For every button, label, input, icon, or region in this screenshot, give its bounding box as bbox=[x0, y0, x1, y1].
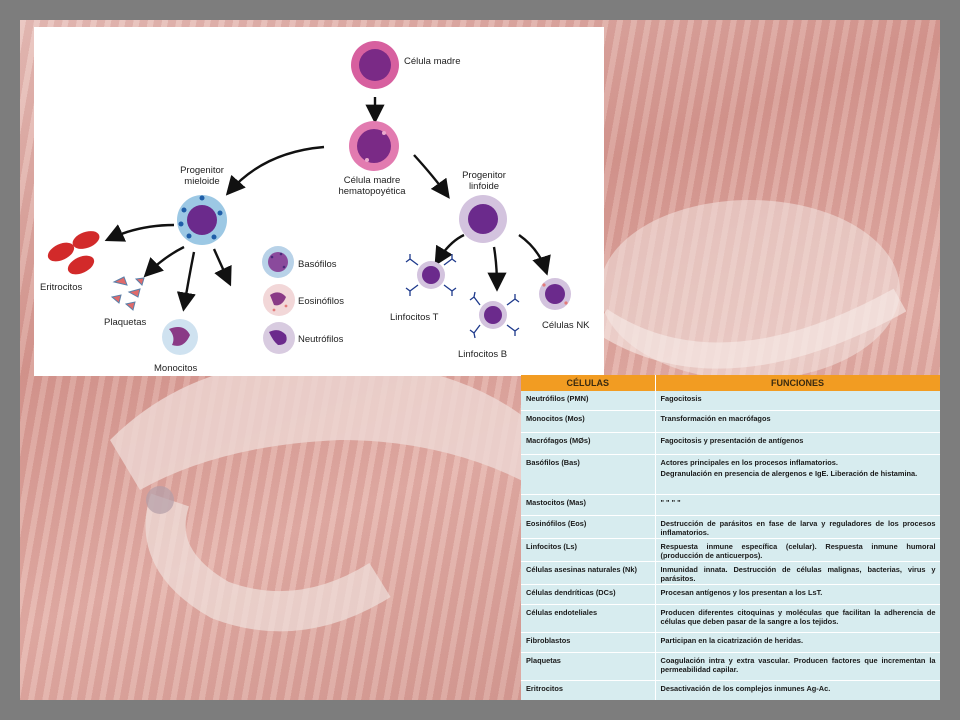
cell-function: Transformación en macrófagos bbox=[655, 410, 940, 433]
label-eosinophils: Eosinófilos bbox=[298, 296, 344, 307]
table-header-row: CÉLULAS FUNCIONES bbox=[521, 375, 940, 391]
table-row: Eritrocitos Desactivación de los complejo… bbox=[521, 680, 940, 700]
nk-cell bbox=[539, 278, 571, 310]
cell-function: Procesan antígenos y los presentan a los… bbox=[655, 584, 940, 605]
t-lymphocyte bbox=[405, 254, 457, 296]
label-t-lymphocytes: Linfocitos T bbox=[390, 312, 439, 323]
table-row: Monocitos (Mos) Transformación en macrófa… bbox=[521, 410, 940, 433]
function-text: Fagocitosis bbox=[660, 394, 702, 403]
label-basophils: Basófilos bbox=[298, 259, 337, 270]
cell-type: Mastocitos (Mas) bbox=[521, 494, 656, 516]
label-stem-cell: Célula madre bbox=[404, 56, 461, 67]
function-text: Destrucción de parásitos en fase de larv… bbox=[660, 518, 936, 537]
background-illustration bbox=[110, 200, 907, 632]
cell-type: Fibroblastos bbox=[521, 632, 656, 653]
function-text: Desactivación de los complejos inmunes A… bbox=[660, 683, 831, 693]
label-b-lymphocytes: Linfocitos B bbox=[458, 349, 508, 360]
b-lymphocyte bbox=[469, 291, 520, 339]
function-text: Procesan antígenos y los presentan a los… bbox=[660, 587, 823, 597]
cell-function: Producen diferentes citoquinas y molécul… bbox=[655, 604, 940, 633]
label-nk-cells: Células NK bbox=[542, 320, 590, 331]
cell-function: Fagocitosis bbox=[655, 391, 940, 411]
function-text: Producen diferentes citoquinas y molécul… bbox=[660, 607, 936, 626]
function-text: Actores principales en los procesos infl… bbox=[660, 457, 838, 467]
label-neutrophils: Neutrófilos bbox=[298, 334, 344, 345]
neutrophil bbox=[263, 322, 295, 354]
basophil bbox=[262, 246, 294, 278]
table-row: Neutrófilos (PMN) Fagocitosis bbox=[521, 391, 940, 411]
cell-function: " " " " bbox=[655, 494, 940, 516]
table-row: Fibroblastos Participan en la cicatrizaci… bbox=[521, 632, 940, 653]
table-row: Células dendríticas (DCs) Procesan antíge… bbox=[521, 584, 940, 605]
function-text: Fagocitosis y presentación de antígenos bbox=[660, 435, 804, 445]
table-row: Linfocitos (Ls)Respuesta inmune específi… bbox=[521, 538, 940, 562]
myeloid-progenitor bbox=[177, 195, 227, 245]
label-platelets: Plaquetas bbox=[104, 317, 147, 328]
cell-function: Participan en la cicatrización de herida… bbox=[655, 632, 940, 653]
cell-function: Desactivación de los complejos inmunes A… bbox=[655, 680, 940, 700]
cell-function: Destrucción de parásitos en fase de larv… bbox=[655, 515, 940, 539]
cell-type: Linfocitos (Ls) bbox=[521, 538, 656, 562]
function-text: Transformación en macrófagos bbox=[660, 413, 771, 423]
hematopoietic-stem-cell bbox=[349, 121, 399, 171]
cell-function: Fagocitosis y presentación de antígenos bbox=[655, 432, 940, 455]
cell-type: Plaquetas bbox=[521, 652, 656, 681]
cell-type: Eritrocitos bbox=[521, 680, 656, 700]
platelets bbox=[110, 276, 145, 311]
function-text: Inmunidad innata. Destrucción de células… bbox=[660, 564, 936, 583]
label-erythrocytes: Eritrocitos bbox=[40, 282, 83, 293]
cell-function: Inmunidad innata. Destrucción de células… bbox=[655, 561, 940, 585]
label-monocytes: Monocitos bbox=[154, 363, 198, 374]
cell-function: Actores principales en los procesos infl… bbox=[655, 454, 940, 495]
cell-type: Macrófagos (MØs) bbox=[521, 432, 656, 455]
cell-type: Eosinófilos (Eos) bbox=[521, 515, 656, 539]
cell-type: Monocitos (Mos) bbox=[521, 410, 656, 433]
cell-type: Células asesinas naturales (Nk) bbox=[521, 561, 656, 585]
header-functions: FUNCIONES bbox=[655, 375, 940, 391]
cell-type: Neutrófilos (PMN) bbox=[521, 391, 656, 411]
cell-function: Respuesta inmune específica (celular). R… bbox=[655, 538, 940, 562]
hematopoiesis-graphic bbox=[47, 41, 571, 355]
cell-type: Células endoteliales bbox=[521, 604, 656, 633]
function-text: Coagulación intra y extra vascular. Prod… bbox=[660, 655, 936, 674]
cell-function: Coagulación intra y extra vascular. Prod… bbox=[655, 652, 940, 681]
cell-functions-table-panel: CÉLULAS FUNCIONES Neutrófilos (PMN) Fagoc… bbox=[521, 375, 940, 700]
table-row: Basófilos (Bas) Actores principales en lo… bbox=[521, 454, 940, 495]
function-text: Degranulación en presencia de alergenos … bbox=[660, 468, 918, 478]
arrows bbox=[104, 97, 551, 312]
header-cells: CÉLULAS bbox=[521, 375, 656, 391]
cell-type: Células dendríticas (DCs) bbox=[521, 584, 656, 605]
lymphoid-progenitor bbox=[459, 195, 507, 243]
function-text: Participan en la cicatrización de herida… bbox=[660, 635, 804, 645]
monocyte bbox=[162, 319, 198, 355]
eosinophil bbox=[263, 284, 295, 316]
table-row: Células asesinas naturales (Nk)Inmunidad… bbox=[521, 561, 940, 585]
table-row: Macrófagos (MØs) Fagocitosis y presentaci… bbox=[521, 432, 940, 455]
table-row: Mastocitos (Mas) " " " " bbox=[521, 494, 940, 516]
stem-cell bbox=[351, 41, 399, 89]
cell-type: Basófilos (Bas) bbox=[521, 454, 656, 495]
function-text: Respuesta inmune específica (celular). R… bbox=[660, 541, 936, 560]
erythrocytes bbox=[47, 231, 100, 275]
table-row: Eosinófilos (Eos)Destrucción de parásito… bbox=[521, 515, 940, 539]
function-text: " " " " bbox=[660, 497, 681, 507]
cell-functions-table: CÉLULAS FUNCIONES Neutrófilos (PMN) Fagoc… bbox=[521, 375, 940, 700]
